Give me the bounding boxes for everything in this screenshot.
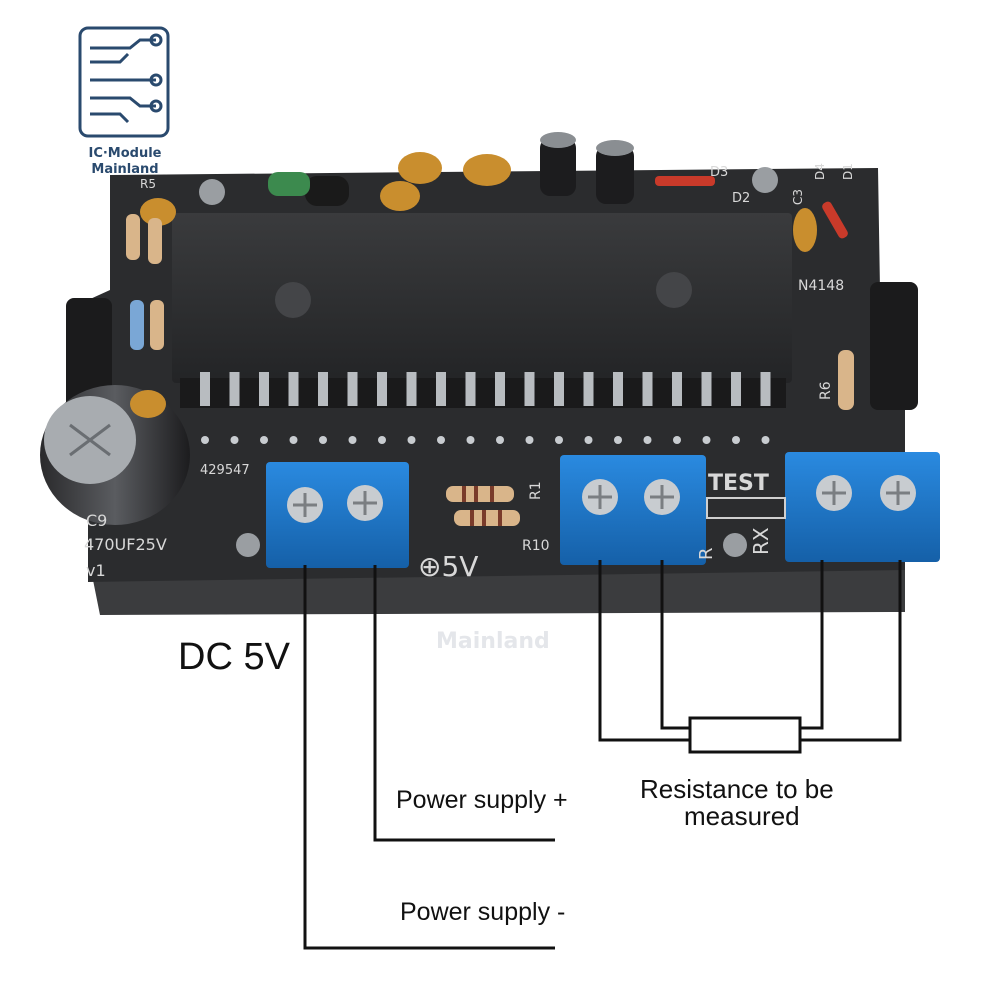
ic-pin (436, 372, 446, 406)
terminal-block-test-right (785, 452, 940, 562)
solder-joint (201, 436, 209, 444)
ic-pin (495, 372, 505, 406)
resistance-label-line2: measured (684, 801, 800, 831)
ic-pin (642, 372, 653, 406)
ic-pins (200, 372, 771, 444)
terminal-block-power (266, 462, 409, 568)
wire-test-3 (800, 560, 824, 730)
solder-joint (761, 436, 770, 444)
screw-top-left (199, 179, 225, 205)
wire-test-4 (800, 560, 902, 742)
solder-joint (702, 436, 711, 444)
serial-silk: 429547 (200, 463, 250, 478)
ic-pin (377, 372, 387, 406)
terminal-block-test-left (560, 455, 706, 565)
r10-silk: R10 (522, 538, 550, 554)
solder-joint (496, 436, 504, 444)
n4148-silk: N4148 (798, 278, 844, 294)
screw-bottom-left (236, 533, 260, 557)
capacitor-large (40, 385, 190, 525)
solder-joint (584, 436, 593, 444)
screw-bottom-right (723, 533, 747, 557)
test-silk-resistor (706, 497, 786, 519)
solder-joint (673, 436, 681, 444)
solder-joint (289, 436, 298, 444)
ic-pin (318, 372, 328, 406)
watermark: Mainland (436, 629, 550, 654)
solder-joint (378, 436, 386, 444)
solder-joint (466, 436, 475, 444)
ceramic-capacitors (130, 152, 817, 418)
wire-test-1 (598, 560, 690, 742)
ic-pin (524, 372, 535, 406)
ic-pin (200, 372, 210, 406)
capacitor-small-1 (540, 132, 576, 196)
solder-joint (348, 436, 357, 444)
solder-joint (614, 436, 622, 444)
ic-pin (347, 372, 358, 406)
resistors (126, 214, 854, 526)
power-minus-label: Power supply - (400, 898, 566, 926)
capacitor-small-2 (596, 140, 634, 204)
ic-pin (554, 372, 564, 406)
right-bracket (870, 282, 918, 410)
ic-pin (701, 372, 712, 406)
wire-power-minus (303, 565, 555, 950)
ic-pin (229, 372, 240, 406)
dc-label: DC 5V (178, 636, 290, 678)
solder-joint (407, 436, 416, 444)
ic-pin (731, 372, 741, 406)
power-silk: ⊕5V (418, 550, 478, 583)
r-silk: R (696, 547, 717, 560)
ic-pin (259, 372, 269, 406)
r1-silk: R1 (528, 481, 544, 500)
d4-silk: D4 (813, 163, 827, 180)
wire-test-2 (660, 560, 690, 730)
solder-joint (643, 436, 652, 444)
power-plus-label: Power supply + (396, 786, 568, 814)
solder-joint (525, 436, 534, 444)
version-silk: v1 (86, 561, 106, 580)
ic-pin (672, 372, 682, 406)
resistance-label-line1: Resistance to be (640, 774, 834, 804)
resistor-symbol (688, 716, 802, 754)
rx-silk: RX (749, 527, 773, 555)
solder-joint (555, 436, 563, 444)
solder-joint (260, 436, 268, 444)
test-silk: TEST (708, 471, 769, 496)
logo-text-line1: IC·Module (88, 146, 162, 161)
diodes (655, 176, 848, 239)
ic-pin (465, 372, 476, 406)
r5-silk: R5 (140, 177, 156, 191)
transistor (305, 176, 349, 206)
d3-silk: D3 (710, 165, 728, 180)
cap-value-silk: 470UF25V (84, 535, 167, 554)
ic-pin (406, 372, 417, 406)
ic-pin (760, 372, 771, 406)
ic-pin (613, 372, 623, 406)
wire-power-plus (373, 565, 555, 842)
d1-silk: D1 (841, 163, 855, 180)
solder-joint (230, 436, 239, 444)
ic-socket (180, 378, 786, 408)
inductor (268, 172, 310, 196)
cap-label-silk: C9 (86, 511, 107, 530)
ic-chip (172, 213, 792, 408)
logo-icon (78, 26, 170, 138)
d2-silk: D2 (732, 191, 750, 206)
wiring-diagram (303, 560, 902, 950)
screw-top-right (752, 167, 778, 193)
solder-joint (732, 436, 740, 444)
solder-joint (437, 436, 445, 444)
r6-silk: R6 (818, 381, 834, 400)
ic-pin (583, 372, 594, 406)
ic-pin (288, 372, 299, 406)
solder-joint (319, 436, 327, 444)
c3-silk: C3 (791, 189, 805, 205)
logo-text-line2: Mainland (91, 162, 159, 177)
